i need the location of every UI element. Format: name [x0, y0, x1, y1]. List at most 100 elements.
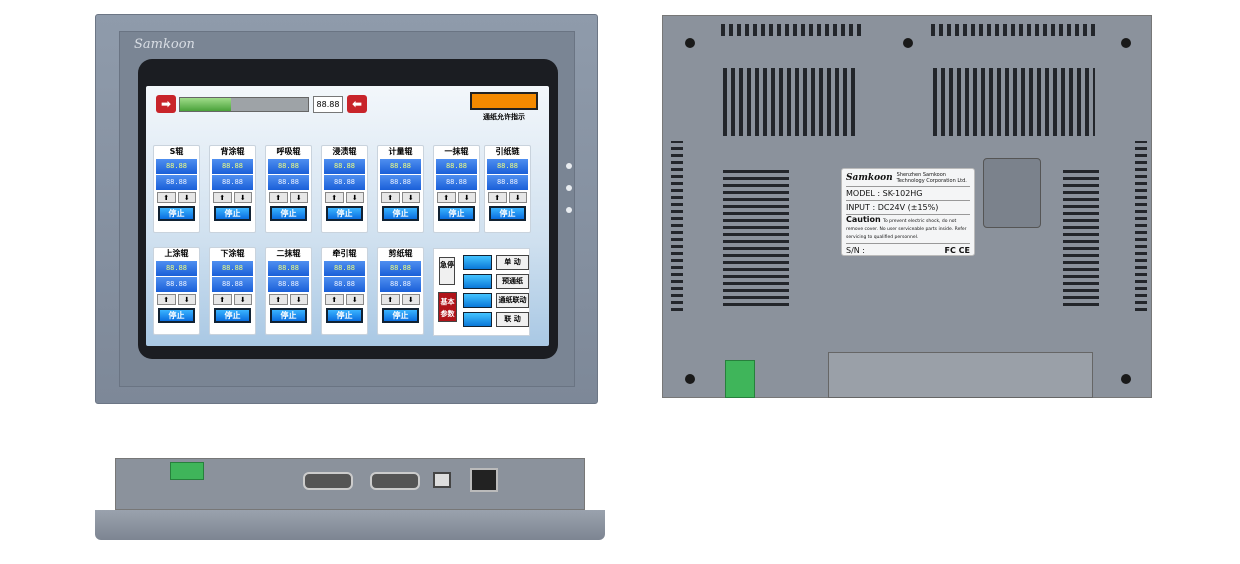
- status-led: [566, 185, 572, 191]
- battery-cover: [983, 158, 1041, 228]
- label-input: INPUT : DC24V (±15%): [846, 200, 970, 212]
- mode-button[interactable]: 单 动: [496, 255, 529, 270]
- roller-name: 上涂辊: [164, 249, 189, 258]
- arrow-up-icon[interactable]: ⬆: [381, 192, 400, 203]
- arrow-down-icon[interactable]: ⬇: [233, 192, 252, 203]
- stop-button[interactable]: 停止: [326, 206, 363, 221]
- vent: [933, 68, 1095, 136]
- arrow-up-icon[interactable]: ⬆: [437, 192, 456, 203]
- arrow-up-icon[interactable]: ⬆: [325, 294, 344, 305]
- roller-name: 一抹辊: [444, 147, 469, 156]
- roller-setpoint[interactable]: 88.88: [156, 261, 197, 276]
- roller-setpoint[interactable]: 88.88: [268, 261, 309, 276]
- roller-setpoint[interactable]: 88.88: [156, 159, 197, 174]
- power-terminal: [170, 462, 204, 480]
- roller-actual: 88.88: [212, 277, 253, 292]
- screw-hole: [903, 38, 913, 48]
- roller-name: 引纸链: [495, 147, 520, 156]
- roller-setpoint[interactable]: 88.88: [487, 159, 528, 174]
- serial-port-com1: [303, 472, 353, 490]
- label-caution-text: To prevent electric shock, do not remove…: [846, 219, 967, 240]
- arrow-up-icon[interactable]: ⬆: [325, 192, 344, 203]
- stop-button[interactable]: 停止: [438, 206, 475, 221]
- hmi-front-view: Samkoon ➡ 88.88 ⬅ 通纸允许指示 急停 基本参数 单 动预通纸通…: [95, 14, 598, 404]
- arrow-up-icon[interactable]: ⬆: [157, 192, 176, 203]
- arrow-down-icon[interactable]: ⬇: [177, 294, 196, 305]
- emergency-stop-button[interactable]: 急停: [439, 257, 455, 285]
- jog-buttons: ⬆⬇: [269, 294, 308, 305]
- roller-setpoint[interactable]: 88.88: [324, 159, 365, 174]
- roller-actual: 88.88: [324, 277, 365, 292]
- stop-button[interactable]: 停止: [270, 308, 307, 323]
- stop-button[interactable]: 停止: [214, 308, 251, 323]
- label-sn: S/N :: [846, 246, 865, 255]
- roller-setpoint[interactable]: 88.88: [212, 159, 253, 174]
- stop-button[interactable]: 停止: [326, 308, 363, 323]
- stop-button[interactable]: 停止: [489, 206, 526, 221]
- arrow-down-icon[interactable]: ⬇: [401, 294, 420, 305]
- arrow-up-icon[interactable]: ⬆: [488, 192, 507, 203]
- indicator-label: 通纸允许指示: [483, 113, 525, 121]
- roller-setpoint[interactable]: 88.88: [324, 261, 365, 276]
- brand-logo: Samkoon: [134, 37, 195, 52]
- arrow-down-icon[interactable]: ⬇: [345, 294, 364, 305]
- stop-button[interactable]: 停止: [382, 308, 419, 323]
- arrow-up-icon[interactable]: ⬆: [157, 294, 176, 305]
- roller-actual: 88.88: [436, 175, 477, 190]
- roller-name: 呼吸辊: [276, 147, 301, 156]
- jog-buttons: ⬆⬇: [325, 192, 364, 203]
- progress-value: 88.88: [313, 96, 343, 113]
- arrow-down-icon[interactable]: ⬇: [289, 192, 308, 203]
- vent: [931, 24, 1097, 36]
- mode-button[interactable]: 通纸联动: [496, 293, 529, 308]
- arrow-up-icon[interactable]: ⬆: [213, 192, 232, 203]
- arrow-down-icon[interactable]: ⬇: [345, 192, 364, 203]
- roller-name: 背涂辊: [220, 147, 245, 156]
- arrow-down-icon[interactable]: ⬇: [401, 192, 420, 203]
- arrow-down-icon[interactable]: ⬇: [233, 294, 252, 305]
- roller-setpoint[interactable]: 88.88: [380, 159, 421, 174]
- roller-setpoint[interactable]: 88.88: [212, 261, 253, 276]
- port-recess: [828, 352, 1093, 398]
- screw-hole: [685, 374, 695, 384]
- roller-actual: 88.88: [268, 175, 309, 190]
- stop-button[interactable]: 停止: [270, 206, 307, 221]
- mode-lamp: [463, 274, 492, 289]
- roller-setpoint[interactable]: 88.88: [268, 159, 309, 174]
- roller-setpoint[interactable]: 88.88: [380, 261, 421, 276]
- arrow-up-icon[interactable]: ⬆: [381, 294, 400, 305]
- mode-lamp: [463, 293, 492, 308]
- hmi-bottom-view: [95, 458, 605, 540]
- stop-button[interactable]: 停止: [158, 308, 195, 323]
- roller-actual: 88.88: [487, 175, 528, 190]
- arrow-down-icon[interactable]: ⬇: [289, 294, 308, 305]
- roller-name: 二抹辊: [276, 249, 301, 258]
- arrow-up-icon[interactable]: ⬆: [269, 294, 288, 305]
- arrow-up-icon[interactable]: ⬆: [213, 294, 232, 305]
- stop-button[interactable]: 停止: [382, 206, 419, 221]
- arrow-down-icon[interactable]: ⬇: [457, 192, 476, 203]
- stop-button[interactable]: 停止: [158, 206, 195, 221]
- mode-button[interactable]: 联 动: [496, 312, 529, 327]
- ethernet-port: [470, 468, 498, 492]
- arrow-up-icon[interactable]: ⬆: [269, 192, 288, 203]
- mode-button[interactable]: 预通纸: [496, 274, 529, 289]
- stop-button[interactable]: 停止: [214, 206, 251, 221]
- arrow-down-icon[interactable]: ⬇: [177, 192, 196, 203]
- roller-setpoint[interactable]: 88.88: [436, 159, 477, 174]
- roller-name: 牵引辊: [332, 249, 357, 258]
- usb-port: [433, 472, 451, 488]
- roller-actual: 88.88: [156, 175, 197, 190]
- status-led: [566, 163, 572, 169]
- vent: [671, 141, 683, 311]
- arrow-down-icon[interactable]: ⬇: [508, 192, 527, 203]
- arrow-right-icon[interactable]: ➡: [156, 95, 176, 113]
- basic-params-button[interactable]: 基本参数: [438, 292, 457, 322]
- arrow-left-icon[interactable]: ⬅: [347, 95, 367, 113]
- hmi-rear-view: Samkoon Shenzhen Samkoon Technology Corp…: [662, 15, 1152, 398]
